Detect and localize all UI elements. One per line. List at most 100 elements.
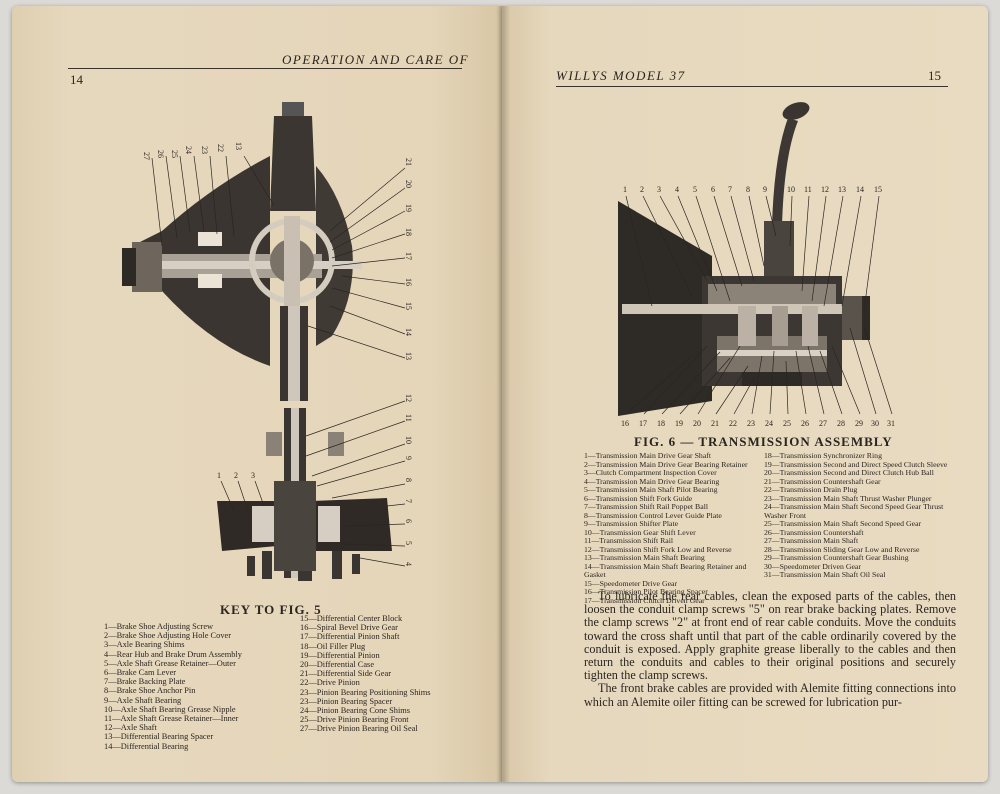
key-item: 14—Differential Bearing: [104, 741, 189, 751]
key-item: 29—Transmission Countershaft Gear Bushin…: [764, 553, 909, 562]
callout-t6: 6: [711, 185, 715, 194]
key-item: 15—Speedometer Drive Gear: [584, 578, 678, 588]
left-page: 14 OPERATION AND CARE OF: [12, 6, 502, 782]
key-item: 23—Pinion Bearing Positioning Shims: [300, 687, 431, 697]
rear-axle-illustration: 27 26 25 24 23 22 13 21 20 19 18 17 16 1…: [122, 102, 413, 581]
key-item: 13—Differential Bearing Spacer: [104, 732, 214, 742]
callout-t28: 28: [837, 419, 845, 428]
key-item: 6—Brake Cam Lever: [104, 668, 177, 678]
key-item: 9—Transmission Shifter Plate: [584, 519, 679, 528]
callout-5: 5: [404, 541, 413, 545]
callout-23: 23: [200, 146, 209, 154]
left-key-column-1: 1—Brake Shoe Adjusting Screw 2—Brake Sho…: [104, 622, 294, 751]
key-item: 4—Transmission Main Drive Gear Bearing: [584, 476, 720, 486]
callout-t24: 24: [765, 419, 773, 428]
key-item: 11—Transmission Shift Rail: [584, 536, 674, 545]
key-item: 16—Transmission Pilot Bearing Spacer: [584, 587, 708, 596]
callout-11: 11: [404, 414, 413, 422]
key-item: 17—Transmission Clutch Driven Gear: [584, 595, 705, 605]
right-body-text: To lubricate the rear cables, clean the …: [584, 589, 956, 709]
callout-t29: 29: [855, 419, 863, 428]
callout-t13: 13: [838, 185, 846, 194]
callout-t14: 14: [856, 185, 864, 194]
callout-t30: 30: [871, 419, 879, 428]
axle-lower-housing: [217, 408, 392, 581]
callout-26: 26: [156, 150, 165, 158]
key-item: 19—Differential Pinion: [300, 650, 380, 660]
key-item: 5—Transmission Main Shaft Pilot Bearing: [584, 485, 718, 494]
callout-t10: 10: [787, 185, 795, 194]
key-item: 9—Axle Shaft Bearing: [104, 695, 182, 705]
axle-leader-lines: [151, 155, 406, 567]
callout-t23: 23: [747, 419, 755, 428]
callout-t27: 27: [819, 419, 827, 428]
transmission-leader-lines: [625, 195, 893, 415]
transmission-illustration: 1 2 3 4 5 6 7 8 9 10 11 12 13 14 15 16 1…: [618, 102, 895, 428]
key-item: 1—Brake Shoe Adjusting Screw: [104, 622, 214, 631]
callout-14: 14: [404, 328, 413, 336]
axle-callouts-top: 27 26 25 24 23 22 13: [142, 142, 243, 160]
key-item: 27—Transmission Main Shaft: [764, 536, 859, 545]
key-item: 8—Transmission Control Lever Guide Plate: [584, 510, 722, 520]
axle-upper-housing: [122, 102, 362, 401]
callout-t21: 21: [711, 419, 719, 428]
callout-25: 25: [170, 150, 179, 158]
callout-t2: 2: [640, 185, 644, 194]
callout-3: 3: [251, 471, 255, 480]
callout-6: 6: [404, 519, 413, 523]
right-running-head: WILLYS MODEL 37: [556, 68, 686, 83]
callout-9: 9: [404, 456, 413, 460]
key-item: 13—Transmission Main Shaft Bearing: [584, 553, 705, 562]
transmission-callouts-bottom: 16 17 18 19 20 21 22 23 24 25 26 27 28 2…: [621, 419, 895, 428]
callout-7: 7: [404, 499, 413, 503]
key-item: 15—Differential Center Block: [300, 614, 403, 623]
key-item: 18—Transmission Synchronizer Ring: [764, 451, 882, 460]
callout-t15: 15: [874, 185, 882, 194]
key-item: 8—Brake Shoe Anchor Pin: [104, 686, 196, 696]
callout-21: 21: [404, 158, 413, 166]
callout-t17: 17: [639, 419, 647, 428]
key-item: 12—Axle Shaft: [104, 723, 157, 733]
callout-t25: 25: [783, 419, 791, 428]
key-item: 31—Transmission Main Shaft Oil Seal: [764, 570, 886, 579]
key-item: 4—Rear Hub and Brake Drum Assembly: [104, 649, 242, 659]
paragraph-1: To lubricate the rear cables, clean the …: [584, 589, 956, 683]
key-item: 16—Spiral Bevel Drive Gear: [300, 623, 398, 633]
key-item: 25—Drive Pinion Bearing Front: [300, 715, 409, 725]
key-item: 5—Axle Shaft Grease Retainer—Outer: [104, 658, 236, 668]
callout-13a: 13: [234, 142, 243, 150]
key-item: 10—Transmission Gear Shift Lever: [584, 527, 696, 537]
callout-t3: 3: [657, 185, 661, 194]
key-item: 25—Transmission Main Shaft Second Speed …: [764, 519, 922, 528]
callout-t20: 20: [693, 419, 701, 428]
callout-t4: 4: [675, 185, 679, 194]
key-item: 20—Differential Case: [300, 660, 375, 670]
paragraph-2: The front brake cables are provided with…: [584, 681, 956, 709]
callout-t26: 26: [801, 419, 809, 428]
key-item: 2—Transmission Main Drive Gear Bearing R…: [584, 459, 748, 469]
callout-t9: 9: [763, 185, 767, 194]
key-item: 3—Axle Bearing Shims: [104, 640, 185, 650]
key-item: 26—Transmission Countershaft: [764, 527, 864, 537]
right-key-column-2: 18—Transmission Synchronizer Ring 19—Tra…: [764, 451, 948, 580]
book-spread: 14 OPERATION AND CARE OF: [8, 6, 992, 782]
callout-24: 24: [184, 146, 193, 154]
callout-13b: 13: [404, 352, 413, 360]
key-item: 19—Transmission Second and Direct Speed …: [764, 459, 948, 469]
left-running-head: OPERATION AND CARE OF: [282, 52, 470, 67]
callout-t18: 18: [657, 419, 665, 428]
key-item: 22—Drive Pinion: [300, 678, 360, 688]
axle-callouts-right: 21 20 19 18 17 16 15 14 13 12 11 10 9 8 …: [404, 158, 413, 566]
callout-t16: 16: [621, 419, 629, 428]
callout-t5: 5: [693, 185, 697, 194]
key-item: 21—Differential Side Gear: [300, 669, 392, 679]
key-item: 14—Transmission Main Shaft Bearing Retai…: [584, 561, 747, 579]
key-item: 21—Transmission Countershaft Gear: [764, 476, 881, 486]
key-item: 20—Transmission Second and Direct Clutch…: [764, 468, 934, 477]
callout-t12: 12: [821, 185, 829, 194]
callout-22: 22: [216, 144, 225, 152]
key-item: 10—Axle Shaft Bearing Grease Nipple: [104, 704, 236, 714]
callout-2: 2: [234, 471, 238, 480]
key-item: 11—Axle Shaft Grease Retainer—Inner: [104, 714, 239, 724]
callout-1: 1: [217, 471, 221, 480]
